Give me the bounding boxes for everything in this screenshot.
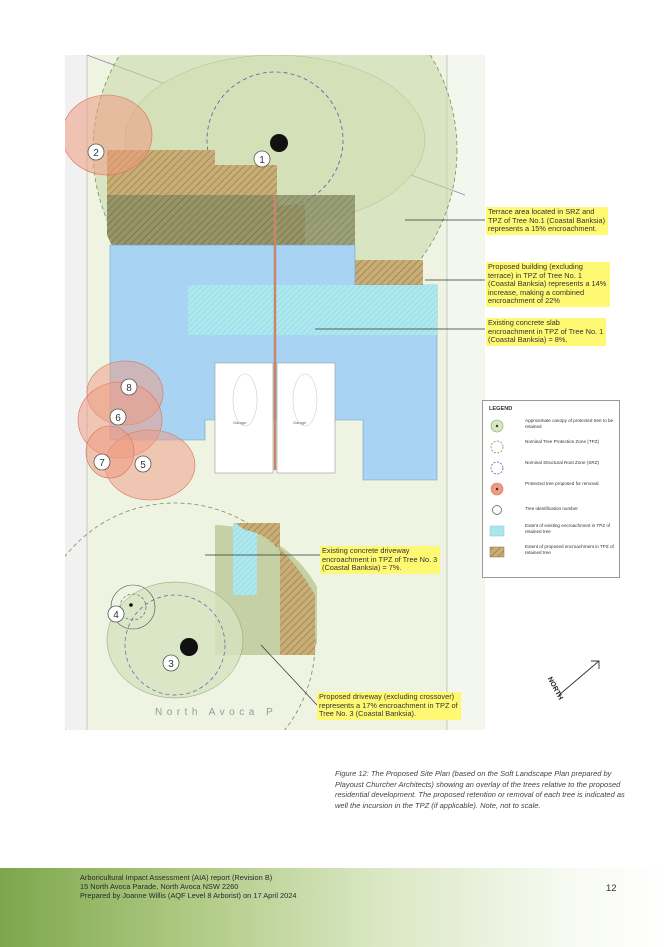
tree3-canopy [106, 581, 244, 699]
proposed-encroachment-swatch-icon [489, 546, 505, 558]
tree2-marker: 2 [87, 143, 105, 161]
tree7-canopy [85, 425, 135, 479]
legend: LEGEND Approximate canopy of protected t… [482, 400, 620, 578]
svg-text:5: 5 [140, 460, 146, 471]
tpz-symbol-icon [490, 440, 504, 454]
page-number: 12 [606, 883, 617, 894]
legend-title: LEGEND [489, 406, 513, 412]
removal-symbol-icon [490, 482, 504, 496]
svg-text:3: 3 [168, 659, 174, 670]
footer-text: Arboricultural Impact Assessment (AIA) r… [80, 873, 297, 900]
callout-proposed-driveway: Proposed driveway (excluding crossover) … [317, 692, 461, 720]
legend-item-proposed-encroachment: Extent of proposed encroachment in TPZ o… [487, 542, 617, 562]
proposed-driveway-leader [260, 644, 318, 706]
car-outline-right [292, 373, 318, 427]
garage-right [276, 362, 336, 474]
garage-left [214, 362, 274, 474]
svg-text:2: 2 [93, 148, 99, 159]
existing-slab-encroachment [188, 285, 437, 335]
existing-encroachment-swatch-icon [489, 525, 505, 537]
svg-text:1: 1 [259, 155, 265, 166]
footer-prepared-by: Prepared by Joanne Willis (AQF Level 8 A… [80, 891, 297, 900]
footer-address: 15 North Avoca Parade, North Avoca NSW 2… [80, 882, 239, 891]
tree-id-symbol-icon [492, 505, 502, 515]
left-margin [65, 55, 87, 730]
callout-terrace: Terrace area located in SRZ and TPZ of T… [486, 207, 608, 235]
legend-item-srz: Nominal Structural Root Zone (SRZ) [487, 458, 617, 478]
tree5-marker: 5 [134, 455, 152, 473]
figure-caption: Figure 12: The Proposed Site Plan (based… [335, 769, 625, 810]
svg-text:7: 7 [99, 458, 105, 469]
tree3-marker: 3 [162, 654, 180, 672]
tree7-marker: 7 [93, 453, 111, 471]
callout-building: Proposed building (excluding terrace) in… [486, 262, 610, 307]
legend-item-tpz: Nominal Tree Protection Zone (TPZ) [487, 437, 617, 457]
svg-text:4: 4 [113, 610, 119, 621]
tree4-marker: 4 [107, 605, 125, 623]
tree1-marker: 1 [253, 150, 271, 168]
callout-existing-driveway: Existing concrete driveway encroachment … [320, 546, 440, 574]
tree6-marker: 6 [109, 408, 127, 426]
site-plan-figure: Garage Garage 1 2 3 [65, 55, 485, 730]
tree3-trunk [180, 638, 198, 656]
tree4-tpz [110, 584, 156, 630]
tree3-srz [124, 594, 226, 696]
legend-item-canopy: Approximate canopy of protected tree to … [487, 416, 617, 436]
garage-label-right: Garage [293, 420, 307, 425]
legend-item-removal: Protected tree proposed for removal [487, 479, 617, 499]
proposed-driveway-encroachment [235, 523, 315, 655]
existing-driveway-encroachment [233, 523, 257, 595]
legend-item-tree-id: Tree identification number [487, 500, 617, 520]
legend-item-existing-encroachment: Extent of existing encroachment in TPZ o… [487, 521, 617, 541]
svg-text:6: 6 [115, 413, 121, 424]
tree4-trunk [129, 603, 133, 607]
tree8-marker: 8 [120, 378, 138, 396]
street-label: North Avoca P [155, 707, 277, 718]
car-outline-left [232, 373, 258, 427]
garage-label-left: Garage [233, 420, 247, 425]
canopy-symbol-icon [490, 419, 504, 433]
north-arrow-icon [558, 660, 600, 696]
srz-symbol-icon [490, 461, 504, 475]
svg-text:8: 8 [126, 383, 132, 394]
callout-slab: Existing concrete slab encroachment in T… [486, 318, 606, 346]
footer-report-title: Arboricultural Impact Assessment (AIA) r… [80, 873, 273, 882]
tree1-trunk [270, 134, 288, 152]
page-footer: Arboricultural Impact Assessment (AIA) r… [0, 868, 670, 947]
tree2-canopy [65, 94, 153, 176]
